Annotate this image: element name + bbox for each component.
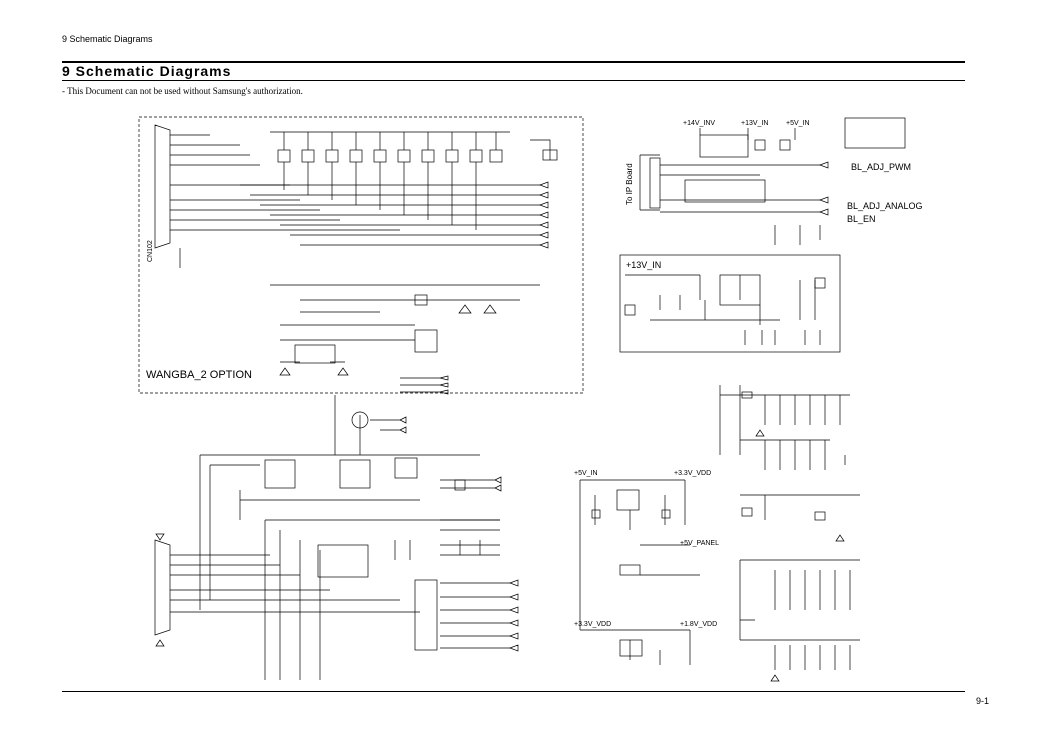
option-box-label: WANGBA_2 OPTION	[146, 369, 252, 381]
cn102-connector	[154, 124, 171, 249]
net-18v-vdd: +1.8V_VDD	[680, 621, 717, 628]
net-bl-adj-pwm: BL_ADJ_PWM	[851, 162, 911, 172]
net-5v-in-top: +5V_IN	[786, 120, 810, 127]
ip-board-connector	[639, 154, 660, 211]
page-number: 9-1	[976, 696, 990, 706]
net-5v-in-mid: +5V_IN	[574, 470, 598, 477]
net-bl-en: BL_EN	[847, 214, 876, 224]
net-5v-panel: +5V_PANEL	[680, 540, 719, 547]
net-bl-adj-analog: BL_ADJ_ANALOG	[847, 201, 923, 211]
ip-board-label: To IP Board	[625, 163, 634, 205]
net-13v-in-top: +13V_IN	[741, 120, 768, 127]
ic-buffer	[414, 579, 438, 651]
regulator-block	[619, 254, 841, 353]
cn102-label: CN102	[147, 240, 154, 262]
net-33v-vdd: +3.3V_VDD	[674, 470, 711, 477]
authorization-notice: - This Document can not be used without …	[62, 86, 303, 96]
cn101-connector	[154, 539, 171, 636]
net-33v-vdd-bottom: +3.3V_VDD	[574, 621, 611, 628]
net-14v-inv: +14V_INV	[683, 120, 715, 127]
top-component-row	[270, 131, 510, 230]
running-head: 9 Schematic Diagrams	[62, 34, 153, 44]
footer-rule	[62, 691, 965, 692]
section-title: 9 Schematic Diagrams	[62, 61, 965, 81]
net-13v-in-reg: +13V_IN	[626, 260, 661, 270]
wangba-option-box	[138, 116, 584, 394]
